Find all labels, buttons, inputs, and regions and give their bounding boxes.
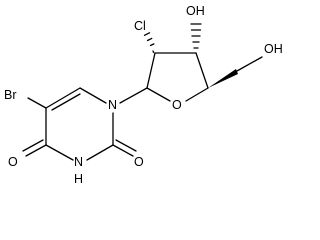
- atom-label-oh5: OH: [264, 42, 283, 56]
- atom-label-h3: H: [74, 172, 83, 186]
- bond-n3-c4: [45, 144, 74, 161]
- bond-c4prime-c5prime-wedge: [208, 69, 238, 88]
- pyrimidine-ring: [22, 87, 137, 161]
- bond-c1prime-c2prime: [146, 52, 156, 89]
- atom-label-o-ring: O: [172, 98, 182, 112]
- bond-n1-c1prime: [119, 87, 148, 104]
- bond-c4-o4: [25, 144, 47, 157]
- molecule-diagram: Br N N H O O Cl O OH OH: [4, 4, 283, 186]
- bond-c5-c6: [45, 87, 81, 109]
- atom-label-oh3: OH: [186, 4, 205, 18]
- bond-c2-n3: [86, 144, 114, 161]
- sugar-ring: [119, 23, 263, 104]
- atom-label-n3: N: [74, 155, 83, 169]
- atom-label-br: Br: [4, 88, 17, 102]
- bond-oring-c1prime: [146, 87, 171, 102]
- bond-c3prime-oh-hashed: [190, 23, 202, 49]
- atom-label-n1: N: [108, 98, 117, 112]
- atom-label-o2: O: [134, 155, 144, 169]
- bond-c2-o2-double: [115, 139, 137, 152]
- bond-c5prime-o5prime: [236, 56, 263, 72]
- bond-c5-c6-double: [51, 93, 81, 111]
- bond-c3prime-c4prime: [195, 52, 209, 89]
- atom-label-cl: Cl: [134, 19, 146, 33]
- atom-label-o4: O: [8, 155, 18, 169]
- bond-c2-o2: [112, 144, 134, 157]
- bond-c4-o4-double: [22, 139, 44, 152]
- bond-c2prime-cl-hashed: [143, 32, 155, 54]
- structure-svg: Br N N H O O Cl O OH OH: [4, 4, 283, 186]
- bond-c5-br: [27, 97, 47, 109]
- bond-c4prime-oring: [185, 87, 209, 102]
- bond-c6-n1: [79, 87, 107, 104]
